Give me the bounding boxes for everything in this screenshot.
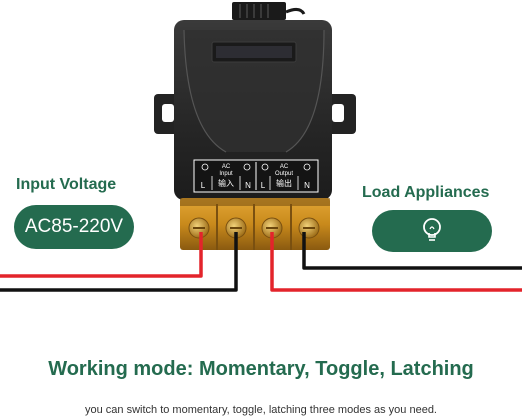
output-group-line3: 输出 xyxy=(276,178,292,188)
input-voltage-label: Input Voltage xyxy=(16,176,117,193)
wiring xyxy=(0,232,522,292)
terminal-label-plate: AC Input 输入 AC Output 输出 L N L N xyxy=(193,159,319,193)
terminal-screw xyxy=(298,217,320,239)
terminal-block xyxy=(180,198,330,250)
terminal-letter: N xyxy=(245,181,251,190)
voltage-value: AC85-220V xyxy=(24,216,124,237)
terminal-letter: L xyxy=(261,181,266,190)
input-group-line3: 输入 xyxy=(218,178,234,188)
output-neutral-wire-black xyxy=(302,232,522,270)
input-neutral-wire-black xyxy=(0,232,238,292)
terminal-screw xyxy=(188,217,210,239)
mode-caption: you can switch to momentary, toggle, lat… xyxy=(85,404,437,416)
light-bulb-icon xyxy=(423,218,441,241)
terminal-letter: N xyxy=(304,181,310,190)
input-group-line2: Input xyxy=(219,171,233,177)
output-group-line2: Output xyxy=(275,171,293,177)
load-badge xyxy=(372,210,492,252)
working-mode-heading: Working mode: Momentary, Toggle, Latchin… xyxy=(48,358,474,380)
relay-body xyxy=(174,20,332,200)
input-group-line1: AC xyxy=(222,164,231,170)
antenna xyxy=(232,2,306,20)
terminal-letter: L xyxy=(201,181,206,190)
input-live-wire-red xyxy=(0,232,203,278)
load-appliances-label: Load Appliances xyxy=(362,184,490,201)
voltage-badge: AC85-220V xyxy=(14,205,134,249)
output-live-wire-red xyxy=(270,232,522,292)
output-group-line1: AC xyxy=(280,164,289,170)
